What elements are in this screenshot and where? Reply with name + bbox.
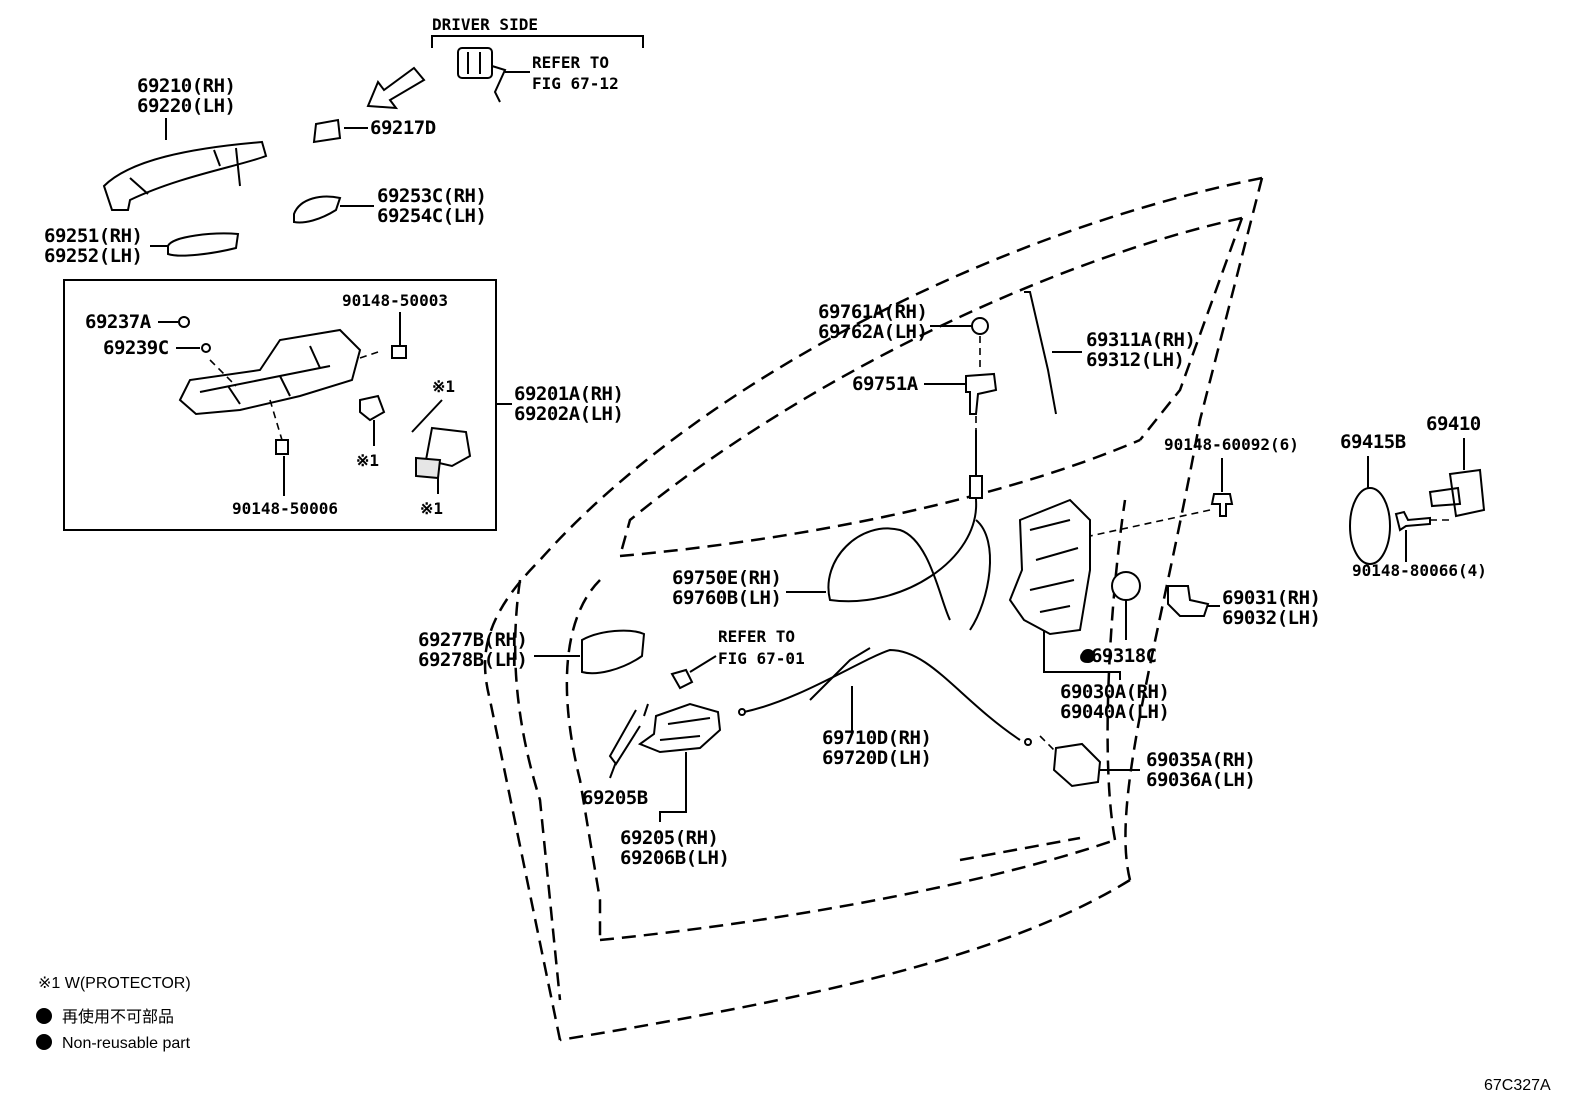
handle-bezel-icon	[167, 232, 240, 257]
label-69031-rh: 69031(RH)	[1222, 587, 1320, 609]
label-69278b-lh: 69278B(LH)	[418, 649, 527, 671]
label-69277b-rh: 69277B(RH)	[418, 629, 527, 651]
label-69205b: 69205B	[582, 787, 648, 809]
outer-door-handle-icon	[102, 140, 268, 211]
label-69217d: 69217D	[370, 117, 436, 139]
cable-end-left-icon	[738, 708, 746, 716]
label-69762a-lh: 69762A(LH)	[818, 321, 927, 343]
striker-screw-icon	[1394, 510, 1431, 532]
label-90148-60092: 90148-60092(6)	[1164, 435, 1299, 454]
lock-cylinder-icon	[457, 47, 507, 103]
label-69210-rh: 69210(RH)	[137, 75, 235, 97]
label-69205-rh: 69205(RH)	[620, 827, 718, 849]
refer-fig-67-12-label: FIG 67-12	[532, 74, 619, 93]
pin-icon	[201, 343, 211, 353]
label-69253c-rh: 69253C(RH)	[377, 185, 486, 207]
clip-icon	[178, 316, 190, 328]
label-69201a-rh: 69201A(RH)	[514, 383, 623, 405]
striker-group: 69415B 69410 90148-80066(4)	[1340, 413, 1487, 580]
handle-pad-icon	[293, 195, 342, 224]
legend-dot-icon	[36, 1008, 52, 1024]
legend-dot-icon-2	[36, 1034, 52, 1050]
mark1-left: ※1	[356, 451, 379, 470]
non-reusable-dot-icon	[1081, 649, 1095, 663]
cable-group: 69750E(RH) 69760B(LH) 69710D(RH) 69720D(…	[672, 499, 1032, 769]
inside-cable-icon	[743, 648, 1021, 741]
striker-icon	[1448, 468, 1486, 518]
label-69760b-lh: 69760B(LH)	[672, 587, 781, 609]
label-69030a-rh: 69030A(RH)	[1060, 681, 1169, 703]
label-69415b: 69415B	[1340, 431, 1406, 453]
label-69251-rh: 69251(RH)	[44, 225, 142, 247]
refer-to-label-2: REFER TO	[718, 627, 795, 646]
rod-connector-icon	[965, 372, 998, 415]
handle-frame-box: 69237A 69239C 90148-50003 90148-50006 ※1…	[63, 279, 624, 531]
lock-cable-icon	[827, 499, 978, 621]
screw-icon	[275, 439, 289, 455]
lock-rod-icon	[1024, 291, 1057, 415]
label-69252-lh: 69252(LH)	[44, 245, 142, 267]
inside-handle-icon	[637, 702, 722, 754]
door-lock-group: 90148-60092(6) ●69318C 69030A(RH) 69040A…	[1008, 435, 1321, 791]
protector-icon	[424, 426, 472, 468]
label-90148-80066: 90148-80066(4)	[1352, 561, 1487, 580]
label-69318c: ●69318C	[1080, 645, 1157, 667]
label-69035a-rh: 69035A(RH)	[1146, 749, 1255, 771]
handle-cover-icon	[312, 118, 342, 144]
bracket-icon	[359, 394, 386, 422]
legend-protector: ※1 W(PROTECTOR)	[38, 975, 191, 992]
door-outline	[483, 176, 1264, 1042]
inside-handle-group: 69277B(RH) 69278B(LH) REFER TO FIG 67-01…	[418, 627, 805, 869]
lock-cover-icon	[1052, 742, 1102, 788]
label-69220-lh: 69220(LH)	[137, 95, 235, 117]
driver-side-label: DRIVER SIDE	[432, 15, 538, 34]
lock-bracket-icon	[1167, 585, 1210, 617]
label-69036a-lh: 69036A(LH)	[1146, 769, 1255, 791]
outer-handle-group: 69210(RH) 69220(LH) 69217D 69253C(RH) 69…	[44, 75, 487, 267]
lock-knob-icon	[971, 317, 989, 335]
label-69239c: 69239C	[103, 337, 169, 359]
label-69254c-lh: 69254C(LH)	[377, 205, 486, 227]
label-69202a-lh: 69202A(LH)	[514, 403, 623, 425]
door-lock-assembly-icon	[1008, 498, 1091, 636]
label-69750e-rh: 69750E(RH)	[672, 567, 781, 589]
label-69720d-lh: 69720D(LH)	[822, 747, 931, 769]
rod-joint-icon	[969, 475, 983, 499]
bolt-icon	[391, 345, 407, 359]
refer-to-label: REFER TO	[532, 53, 609, 72]
legend-non-reusable-en: Non-reusable part	[62, 1035, 191, 1052]
striker-cover-icon	[1349, 487, 1391, 565]
label-69040a-lh: 69040A(LH)	[1060, 701, 1169, 723]
cable-end-right-icon	[1024, 738, 1032, 746]
lock-screw-icon	[1210, 493, 1234, 517]
label-90148-50003: 90148-50003	[342, 291, 448, 310]
figure-code: 67C327A	[1484, 1077, 1551, 1094]
mark1-bottom: ※1	[420, 499, 443, 518]
label-69206b-lh: 69206B(LH)	[620, 847, 729, 869]
label-69237a: 69237A	[85, 311, 152, 333]
label-69710d-rh: 69710D(RH)	[822, 727, 931, 749]
trim-clip-icon	[670, 668, 694, 690]
label-69751a: 69751A	[852, 373, 919, 395]
lock-knob-group: 69761A(RH) 69762A(LH) 69751A 69311A(RH) …	[818, 291, 1196, 500]
legend-non-reusable-jp: 再使用不可部品	[62, 1008, 174, 1026]
label-90148-50006: 90148-50006	[232, 499, 338, 518]
direction-arrow-icon	[366, 66, 426, 110]
handle-frame-icon	[178, 328, 362, 416]
label-69312-lh: 69312(LH)	[1086, 349, 1184, 371]
washer-icon	[1111, 571, 1141, 601]
driver-side-group: DRIVER SIDE REFER TO FIG 67-12	[366, 15, 644, 110]
label-69410: 69410	[1426, 413, 1481, 435]
inside-handle-bezel-icon	[581, 629, 646, 675]
label-69761a-rh: 69761A(RH)	[818, 301, 927, 323]
protector-clip-icon	[415, 456, 442, 480]
mark1-top: ※1	[432, 377, 455, 396]
refer-fig-67-01-label: FIG 67-01	[718, 649, 805, 668]
label-69311a-rh: 69311A(RH)	[1086, 329, 1195, 351]
label-69032-lh: 69032(LH)	[1222, 607, 1320, 629]
legend: ※1 W(PROTECTOR) 再使用不可部品 Non-reusable par…	[36, 975, 191, 1052]
